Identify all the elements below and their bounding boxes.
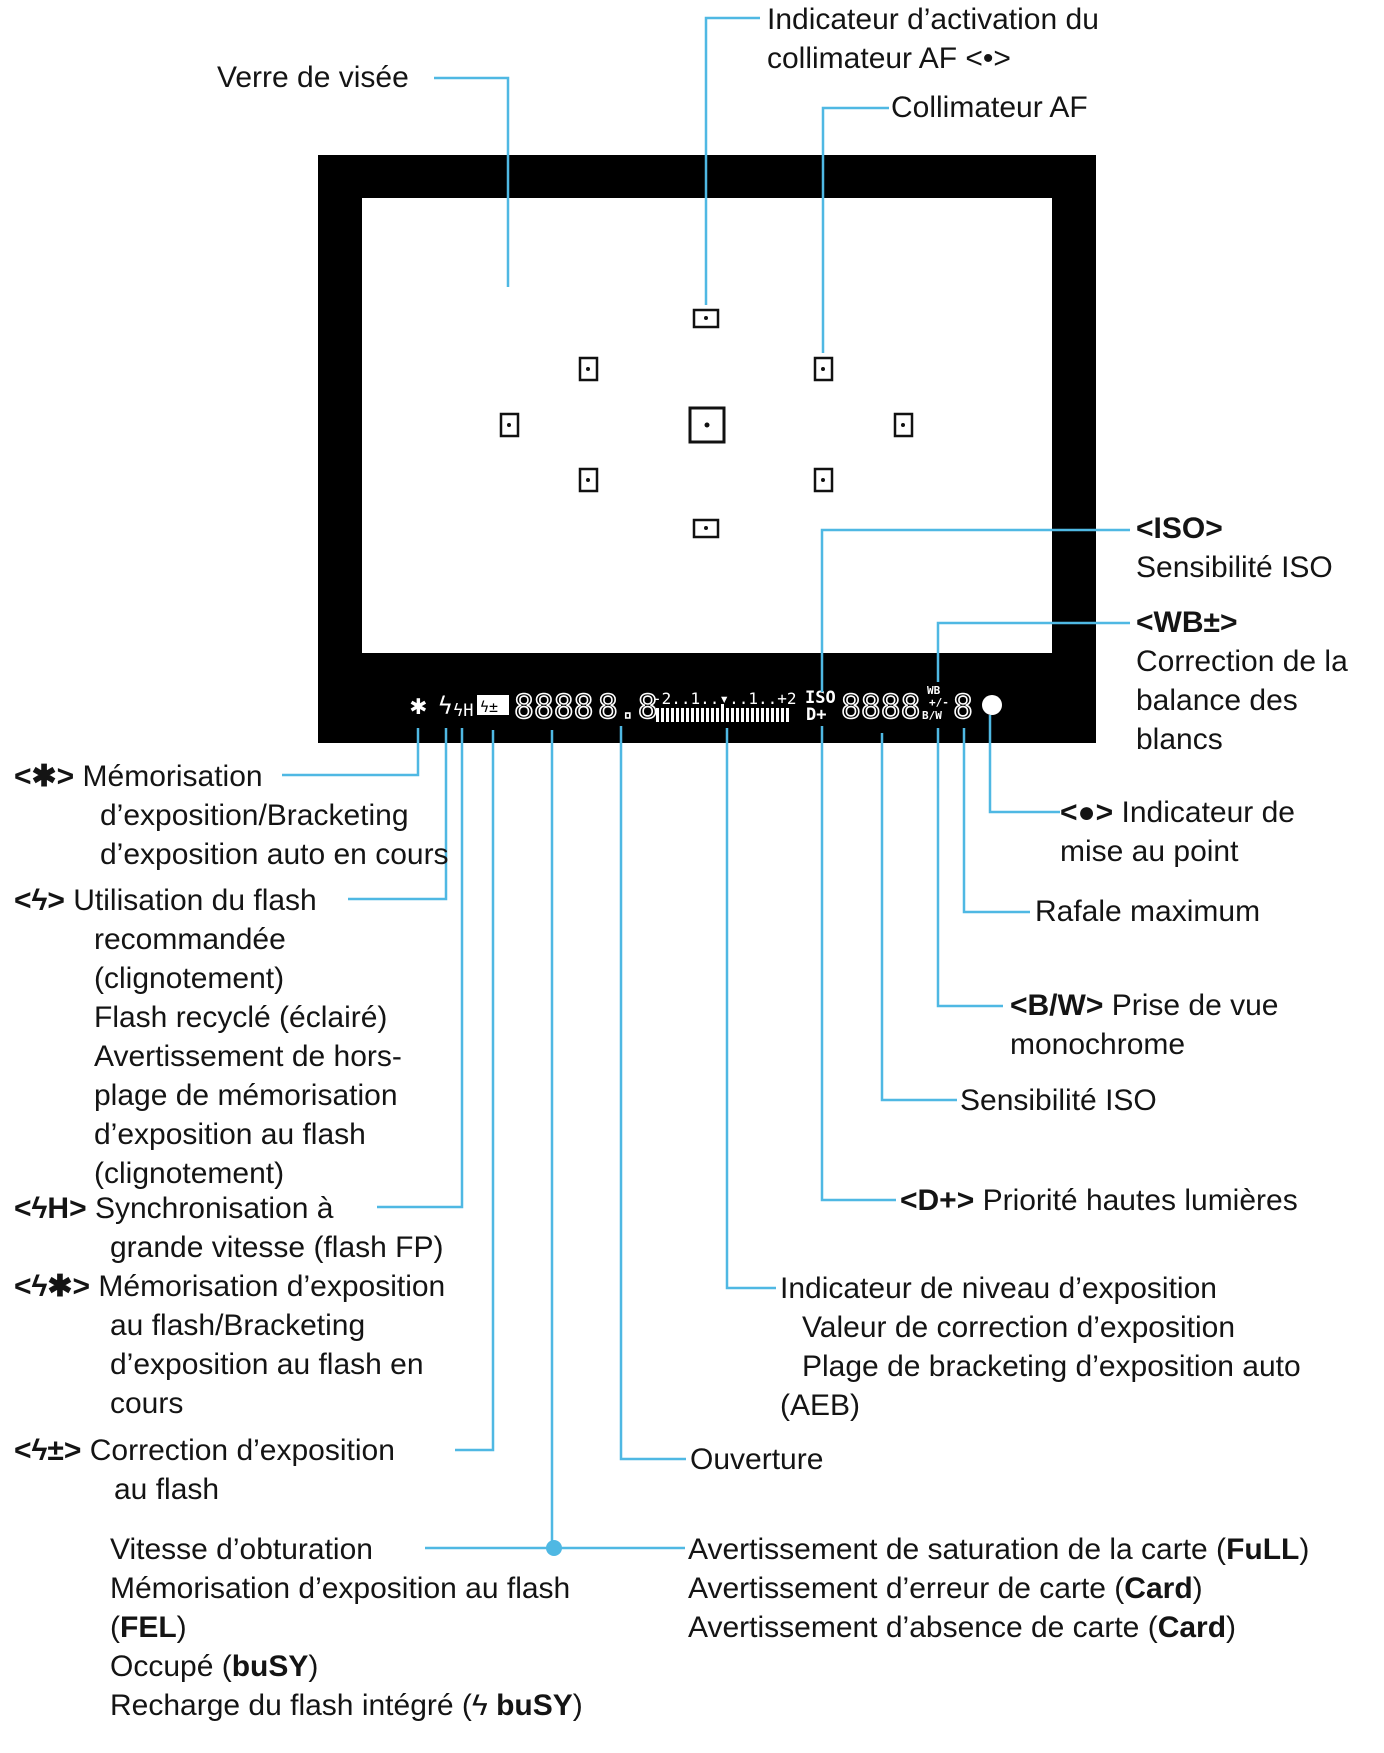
exposure-bar-segment	[691, 708, 694, 722]
exposure-bar-segment	[696, 708, 699, 722]
exposure-bar-segment	[771, 708, 774, 722]
exposure-bar-segment	[741, 708, 744, 722]
label-high-speed-sync: <ϟH> Synchronisation à grande vitesse (f…	[14, 1192, 444, 1264]
label-iso: <ISO> Sensibilité ISO	[1136, 512, 1333, 584]
label-rafale: Rafale maximum	[1035, 895, 1261, 928]
lcd-aperture-digits: 8.8	[598, 687, 658, 726]
exposure-bar-segment	[781, 708, 784, 722]
label-af-activation: Indicateur d’activation du collimateur A…	[767, 3, 1099, 75]
exposure-bar-segment	[726, 708, 729, 722]
label-focus-indicator: <●> Indicateur de mise au point	[1060, 796, 1295, 868]
label-highlight-priority: <D+> Priorité hautes lumières	[900, 1184, 1298, 1217]
label-iso-2: Sensibilité ISO	[960, 1084, 1157, 1117]
svg-text:+/-: +/-	[929, 696, 949, 709]
label-exposure-level: Indicateur de niveau d’exposition Valeur…	[780, 1272, 1301, 1422]
exposure-bar-segment	[786, 708, 789, 722]
exposure-bar-segment	[681, 708, 684, 722]
lcd-fec-icon	[477, 695, 509, 715]
label-flash-recommended: <ϟ> Utilisation du flash recommandée (cl…	[14, 884, 402, 1190]
exposure-bar-segment	[656, 708, 659, 722]
exposure-bar-segment	[686, 708, 689, 722]
label-ae-lock: <✱> Mémorisation d’exposition/Bracketing…	[14, 760, 449, 871]
svg-text:ϟ±: ϟ±	[480, 698, 498, 716]
af-point-left	[499, 412, 520, 438]
lcd-exposure-bars	[656, 704, 789, 722]
af-point-right	[893, 412, 914, 438]
label-shutter-speed: Vitesse d’obturation Mémorisation d’expo…	[110, 1533, 583, 1722]
lcd-flash-icon: ϟ	[438, 692, 452, 720]
af-point-lower-right	[813, 467, 834, 493]
label-wb-correction: <WB±> Correction de la balance des blanc…	[1136, 606, 1348, 756]
af-point-upper-right	[813, 356, 834, 382]
af-points	[499, 308, 914, 539]
exposure-bar-segment	[671, 708, 674, 722]
shutter-callout-junction	[546, 1540, 562, 1556]
label-ouverture: Ouverture	[690, 1443, 824, 1476]
lcd-iso-digits: 8888	[841, 687, 920, 726]
exposure-bar-segment	[776, 708, 779, 722]
lcd-flash-h-icon: ϟH	[453, 701, 473, 721]
lcd-focus-indicator	[982, 695, 1002, 715]
exposure-bar-segment	[751, 708, 754, 722]
exposure-bar-segment	[736, 708, 739, 722]
exposure-bar-segment	[766, 708, 769, 722]
lcd-status-line: ✱ ϟ ϟH ϟ± 8888 8.8 -2..1..▾..1..+2 ISO D…	[410, 684, 1002, 727]
lcd-iso-icon: ISO	[805, 688, 836, 708]
lcd-shutter-digits: 8888	[514, 687, 593, 726]
exposure-bar-segment	[731, 708, 734, 722]
callout-lines	[282, 16, 1130, 1550]
af-point-center	[688, 406, 726, 444]
exposure-bar-segment	[661, 708, 664, 722]
exposure-bar-segment	[756, 708, 759, 722]
lcd-burst-digit: 8	[953, 687, 973, 726]
label-collimateur-af: Collimateur AF	[891, 91, 1088, 124]
exposure-bar-segment	[706, 708, 709, 722]
label-fe-lock: <ϟ✱> Mémorisation d’exposition au flash/…	[14, 1270, 446, 1420]
exposure-bar-segment	[711, 708, 714, 722]
af-point-lower-left	[578, 467, 599, 493]
lcd-dplus-icon: D+	[806, 705, 826, 725]
exposure-bar-segment	[701, 708, 704, 722]
label-verre-de-visee: Verre de visée	[217, 61, 409, 94]
exposure-bar-segment	[721, 704, 724, 722]
lcd-exposure-scale: -2..1..▾..1..+2	[652, 689, 797, 708]
exposure-bar-segment	[666, 708, 669, 722]
exposure-bar-segment	[746, 708, 749, 722]
af-point-bottom	[692, 518, 720, 539]
af-point-upper-left	[578, 356, 599, 382]
label-card-warnings: Avertissement de saturation de la carte …	[688, 1533, 1310, 1644]
lcd-bw-icon: B/W	[922, 709, 942, 722]
label-monochrome: <B/W> Prise de vue monochrome	[1010, 989, 1279, 1061]
af-point-top	[692, 308, 720, 329]
lcd-fe-lock-icon: ✱	[410, 688, 427, 721]
exposure-bar-segment	[676, 708, 679, 722]
label-flash-exposure-comp: <ϟ±> Correction d’exposition au flash	[14, 1434, 395, 1506]
lcd-wb-icon: WB	[927, 684, 941, 697]
exposure-bar-segment	[716, 708, 719, 722]
exposure-bar-segment	[761, 708, 764, 722]
